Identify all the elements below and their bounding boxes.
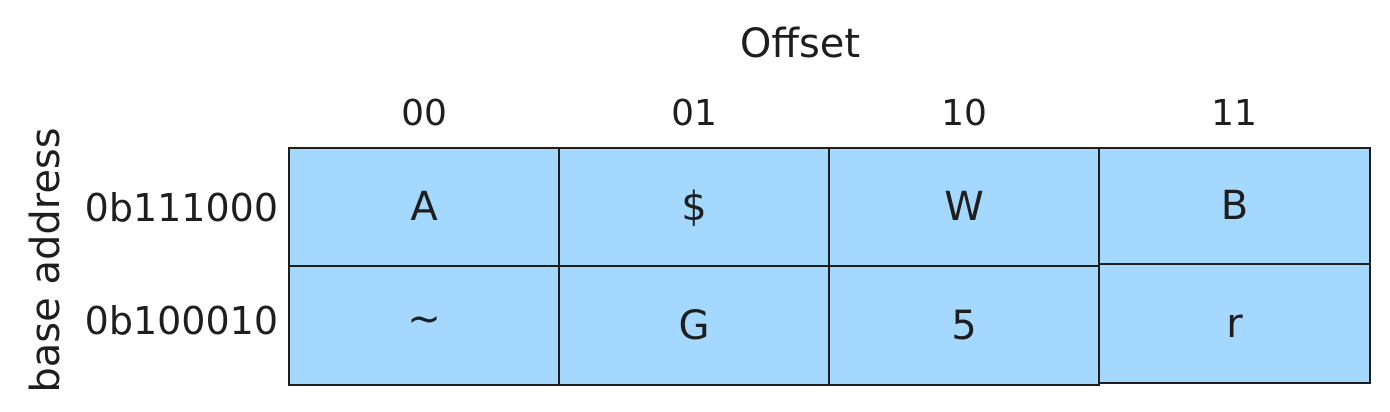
cell-value: 5 (951, 302, 977, 349)
column-label-11: 11 (1211, 93, 1257, 134)
memory-cell: G (558, 265, 830, 386)
base-address-text: base address (23, 127, 69, 393)
column-label-01: 01 (671, 93, 717, 134)
cell-value: G (678, 302, 710, 349)
cell-value: A (410, 184, 438, 230)
cell-value: ~ (407, 296, 441, 342)
cell-value: $ (681, 184, 707, 230)
cell-value: B (1220, 183, 1249, 229)
memory-cell: ~ (288, 265, 560, 386)
memory-cell: r (1098, 263, 1371, 384)
memory-cell: A (288, 147, 560, 267)
row-label-second: 0b100010 (84, 299, 278, 343)
column-label-10: 10 (941, 93, 987, 134)
memory-cell: 5 (828, 265, 1100, 386)
memory-cell: B (1098, 147, 1371, 265)
cell-value: W (944, 184, 984, 230)
column-label-00: 00 (401, 93, 447, 134)
offset-header: Offset (739, 21, 861, 67)
base-address-axis-label: base address (6, 127, 86, 393)
cell-value: r (1226, 300, 1243, 347)
row-label-first: 0b111000 (84, 186, 278, 230)
memory-cell: $ (558, 147, 830, 267)
memory-cell: W (828, 147, 1100, 267)
